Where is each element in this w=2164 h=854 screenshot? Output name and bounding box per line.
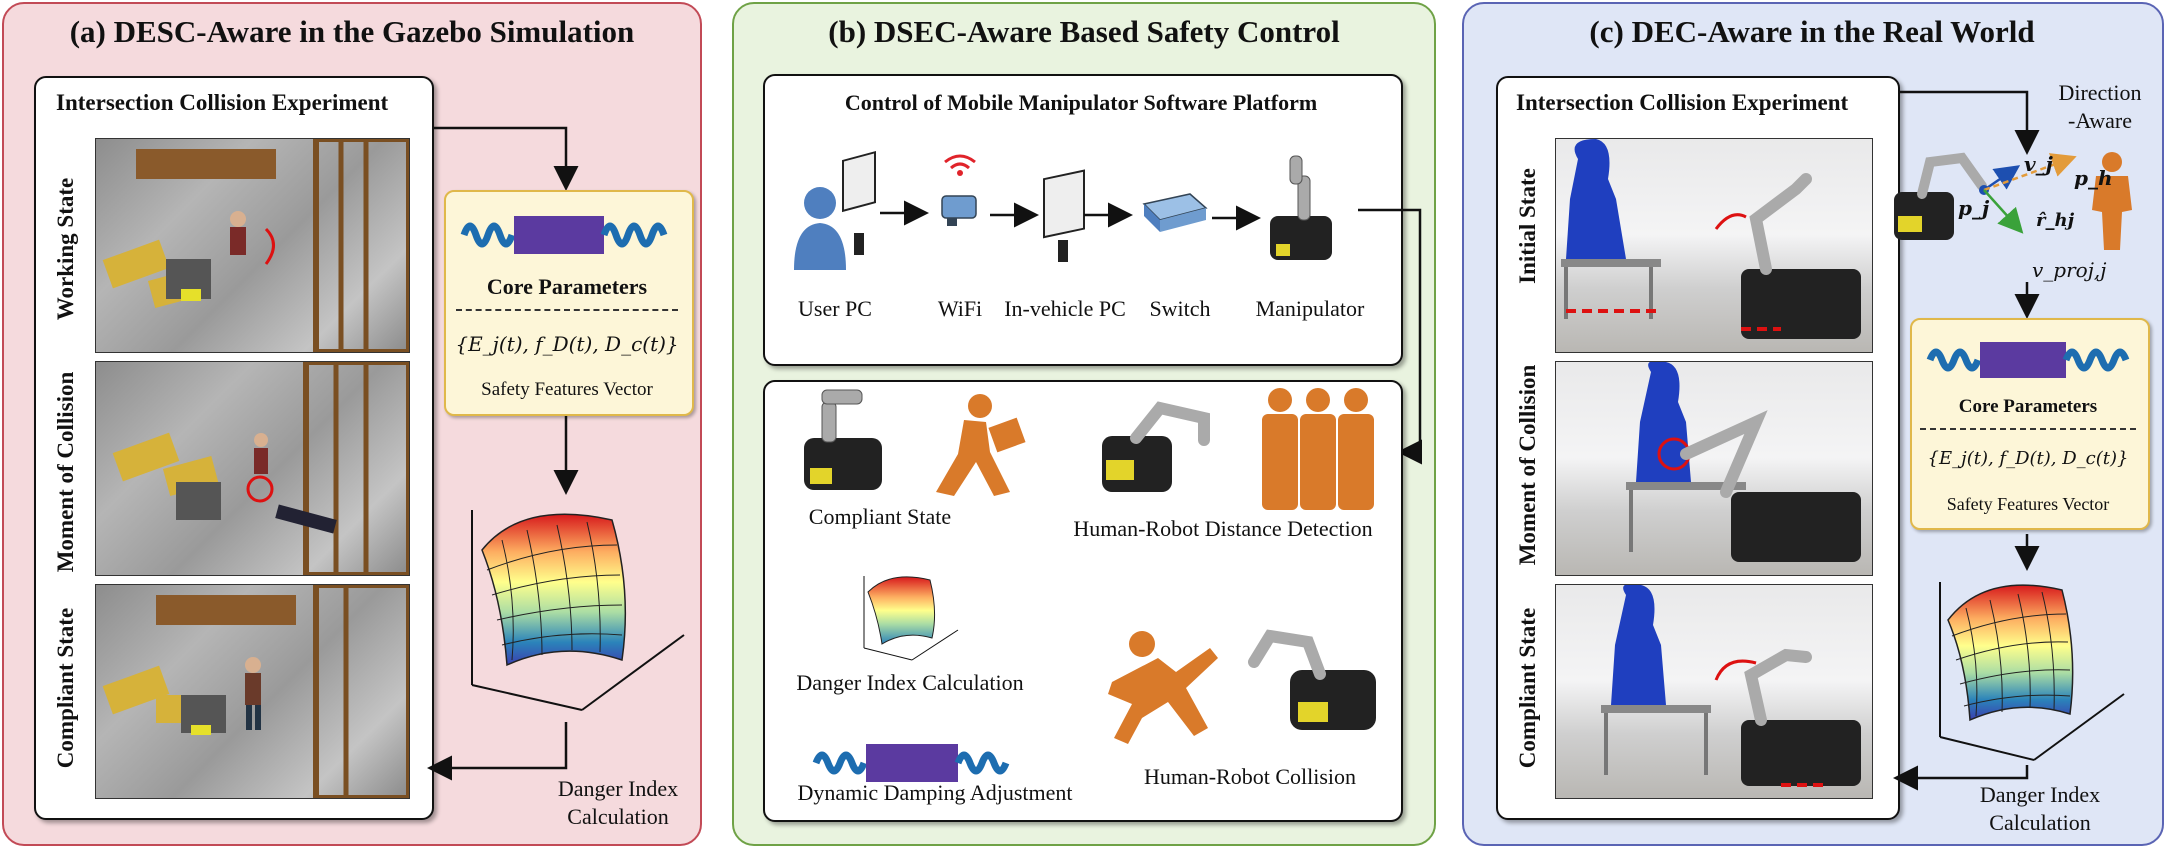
chain-label-switch: Switch: [1149, 296, 1211, 321]
compliant-state-label: Compliant State: [808, 504, 952, 529]
panel-c-dashed-divider: [1920, 428, 2136, 430]
panel-a-title: (a) DESC-Aware in the Gazebo Simulation: [69, 14, 635, 49]
sim-image-moment-of-collision: [95, 361, 410, 576]
vec-rhj-label: r̂_hj: [2036, 210, 2075, 231]
danger-surface-icon: [1939, 582, 2125, 761]
real-image-moment-of-collision: [1555, 361, 1873, 576]
spring-damper-icon: [812, 744, 1010, 782]
panel-a-danger-line1: Danger Index: [557, 776, 679, 801]
in-vehicle-pc-icon: [1043, 169, 1085, 262]
vec-vj-label: v_j: [2024, 152, 2053, 176]
vec-pj-label: p_j: [1958, 196, 1990, 220]
danger-surface-icon: [863, 576, 959, 661]
panel-c-danger-line2: Calculation: [1989, 810, 2091, 835]
danger-surface-icon: [471, 510, 685, 711]
danger-calc-label: Danger Index Calculation: [796, 670, 1024, 695]
sim-image-working-state: [95, 138, 410, 353]
panel-c-danger-line1: Danger Index: [1979, 782, 2101, 807]
panel-c-title: (c) DEC-Aware in the Real World: [1589, 14, 2035, 49]
sim-scene-2: [112, 362, 409, 575]
spring-damper-icon: [1926, 342, 2130, 378]
real-scene-1: [1561, 139, 1861, 339]
panel-a-danger-line2: Calculation: [567, 804, 669, 829]
panel-c-core-parameters-label: Core Parameters: [1958, 396, 2098, 417]
real-image-compliant-state: [1555, 584, 1873, 799]
panel-b-platform-title: Control of Mobile Manipulator Software P…: [844, 90, 1318, 115]
panel-a-formula: {E_j(t), f_D(t), D_c(t)}: [455, 332, 679, 356]
chain-label-wifi: WiFi: [937, 296, 983, 321]
real-scene-3: [1601, 585, 1861, 787]
switch-icon: [1142, 193, 1208, 232]
direction-aware-line2: -Aware: [2068, 108, 2132, 133]
direction-aware-line1: Direction: [2058, 80, 2142, 105]
distance-detection-label: Human-Robot Distance Detection: [1073, 516, 1373, 541]
vec-ph-label: p_h: [2074, 166, 2113, 190]
real-scene-2: [1626, 362, 1861, 562]
collision-label: Human-Robot Collision: [1143, 764, 1357, 789]
sim-scene-3: [102, 585, 409, 798]
sim-image-compliant-state: [95, 584, 410, 799]
panel-a-safety-vector-label: Safety Features Vector: [481, 379, 653, 400]
panel-a-arrows: [427, 126, 579, 781]
panel-c-box-title: Intersection Collision Experiment: [1516, 90, 1849, 115]
human-icon: [936, 394, 1026, 496]
panel-a-core-parameters-label: Core Parameters: [486, 274, 648, 299]
sim-scene-1: [102, 139, 409, 352]
manipulator-icon: [1102, 401, 1210, 492]
chain-label-user-pc: User PC: [798, 296, 872, 321]
panel-c-formula: {E_j(t), f_D(t), D_c(t)}: [1927, 448, 2129, 469]
spring-damper-icon: [460, 216, 668, 254]
panel-a-box-title: Intersection Collision Experiment: [56, 90, 389, 115]
human-icon: [1262, 388, 1374, 510]
real-image-initial-state: [1555, 138, 1873, 353]
manipulator-icon: [1248, 629, 1376, 730]
panel-c-arrows: [1893, 90, 2040, 791]
panel-b-title: (b) DSEC-Aware Based Safety Control: [828, 14, 1340, 49]
user-pc-icon: [794, 150, 876, 270]
panel-a-dashed-divider: [456, 309, 678, 311]
manipulator-icon: [804, 389, 882, 490]
vec-vproj-label: v_proj,j: [2032, 258, 2107, 282]
damping-label: Dynamic Damping Adjustment: [797, 780, 1073, 805]
wifi-icon: [941, 154, 977, 226]
human-icon: [1108, 631, 1218, 744]
manipulator-icon: [1270, 155, 1332, 260]
chain-label-in-vehicle-pc: In-vehicle PC: [1004, 296, 1126, 321]
chain-label-manipulator: Manipulator: [1255, 296, 1365, 321]
panel-c-safety-vector-label: Safety Features Vector: [1946, 494, 2110, 514]
direction-aware-diagram: [1894, 152, 2132, 250]
